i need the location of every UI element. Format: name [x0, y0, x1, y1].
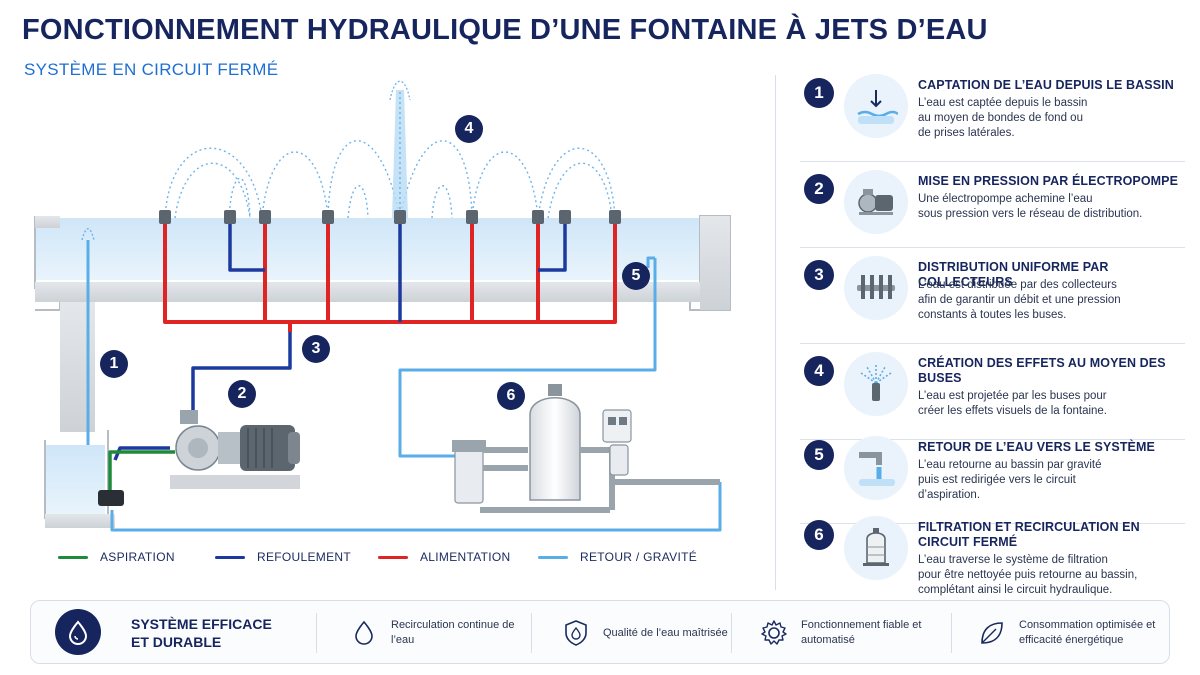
nozzles [159, 210, 621, 224]
step-description: L’eau traverse le système de filtration … [918, 554, 1138, 596]
step-title: CAPTATION DE L’EAU DEPUIS LE BASSIN [918, 78, 1174, 92]
central-jet [389, 80, 411, 218]
aspiration-pipe [108, 450, 175, 490]
step-description: L’eau est distribuée par des collecteurs… [918, 279, 1121, 321]
legend-label: ASPIRATION [100, 550, 175, 564]
step-1: 1 CAPTATION DE L’EAU DEPUIS LE BASSIN L’… [800, 72, 1185, 162]
page-subtitle: SYSTÈME EN CIRCUIT FERMÉ [24, 60, 279, 79]
legend-item-aspiration: ASPIRATION [58, 550, 175, 564]
step-number: 4 [804, 356, 834, 386]
legend-item-retour: RETOUR / GRAVITÉ [538, 550, 697, 564]
manifold-icon [844, 256, 908, 320]
benefits-footer: SYSTÈME EFFICACE ET DURABLE Recirculatio… [30, 600, 1170, 664]
step-5: 5 RETOUR DE L’EAU VERS LE SYSTÈME L’eau … [800, 434, 1185, 524]
hydraulic-diagram: 1 2 3 4 5 6 [0, 70, 760, 560]
legend-item-alimentation: ALIMENTATION [378, 550, 511, 564]
leaf-icon [977, 618, 1007, 648]
step-3: 3 DISTRIBUTION UNIFORME PAR COLLECTEURS … [800, 254, 1185, 344]
filtration-unit [452, 384, 720, 513]
electric-pump [175, 410, 300, 471]
nozzle-icon [844, 352, 908, 416]
step-title: FILTRATION ET RECIRCULATION EN CIRCUIT F… [918, 520, 1140, 549]
vertical-divider [775, 75, 776, 590]
legend-label: ALIMENTATION [420, 550, 511, 564]
step-description: Une électropompe achemine l’eau sous pre… [918, 193, 1143, 220]
step-title: MISE EN PRESSION PAR ÉLECTROPOMPE [918, 174, 1179, 188]
basin-right-wall [700, 216, 730, 310]
legend-item-refoulement: REFOULEMENT [215, 550, 351, 564]
water-jets [164, 140, 616, 219]
diagram-badge-6: 6 [497, 382, 525, 410]
feature-reliability: Fonctionnement fiable et automatisé [759, 611, 931, 655]
legend-swatch-refoulement [215, 555, 245, 559]
footer-headline: SYSTÈME EFFICACE ET DURABLE [131, 616, 272, 650]
legend-label: RETOUR / GRAVITÉ [580, 550, 698, 564]
legend-swatch-retour [538, 555, 568, 559]
water-drop-icon [349, 618, 379, 648]
gear-icon [759, 618, 789, 648]
basin-floor [35, 282, 700, 302]
shield-drop-icon [561, 618, 591, 648]
legend-label: REFOULEMENT [257, 550, 351, 564]
pipe-legend: ASPIRATION REFOULEMENT ALIMENTATION RETO… [58, 550, 758, 570]
step-4: 4 CRÉATION DES EFFETS AU MOYEN DES BUSES… [800, 350, 1185, 440]
water-drop-main-icon [55, 609, 101, 655]
feature-text: Fonctionnement fiable et automatisé [801, 619, 922, 646]
alimentation-pipes [163, 222, 617, 332]
step-6: 6 FILTRATION ET RECIRCULATION EN CIRCUIT… [800, 514, 1185, 596]
feature-energy: Consommation optimisée et efficacité éne… [977, 611, 1169, 655]
filter-tank-icon [844, 516, 908, 580]
bottom-drain [98, 490, 124, 506]
diagram-badge-1: 1 [100, 350, 128, 378]
pre-filter [454, 447, 484, 504]
electric-pump-icon [844, 170, 908, 234]
step-description: L’eau est projetée par les buses pour cr… [918, 390, 1108, 417]
diagram-badge-4: 4 [455, 115, 483, 143]
step-number: 1 [804, 78, 834, 108]
step-number: 6 [804, 520, 834, 550]
sand-filter-tank [529, 397, 581, 501]
step-number: 2 [804, 174, 834, 204]
legend-swatch-alimentation [378, 555, 408, 559]
step-title: DISTRIBUTION UNIFORME PAR COLLECTEURS [918, 260, 1109, 289]
feature-text: Consommation optimisée et efficacité éne… [1019, 619, 1156, 646]
diagram-badge-3: 3 [302, 335, 330, 363]
refoulement-pipes [113, 222, 567, 461]
diagram-badge-2: 2 [228, 380, 256, 408]
diagram-badge-5: 5 [622, 262, 650, 290]
main-basin [34, 215, 731, 528]
water-intake-icon [844, 74, 908, 138]
support-column [60, 302, 95, 432]
water-return-icon [844, 436, 908, 500]
step-description: L’eau retourne au bassin par gravité pui… [918, 459, 1102, 501]
feature-quality: Qualité de l’eau maîtrisée [561, 611, 733, 655]
step-2: 2 MISE EN PRESSION PAR ÉLECTROPOMPE Une … [800, 168, 1185, 248]
feature-text: Qualité de l’eau maîtrisée [603, 626, 728, 639]
step-description: L’eau est captée depuis le bassin au moy… [918, 97, 1088, 139]
step-number: 3 [804, 260, 834, 290]
diagram-svg [34, 80, 731, 532]
control-box [602, 409, 632, 443]
return-pipes [86, 240, 722, 532]
basin-water [35, 218, 725, 280]
feature-text: Recirculation continue de l’eau [391, 619, 515, 646]
step-title: CRÉATION DES EFFETS AU MOYEN DES BUSES [918, 356, 1166, 385]
feature-recirculation: Recirculation continue de l’eau [349, 611, 521, 655]
pump-slab [170, 475, 300, 489]
lower-reservoir [45, 445, 105, 515]
step-number: 5 [804, 440, 834, 470]
pump-motor [240, 425, 295, 471]
page-title: FONCTIONNEMENT HYDRAULIQUE D’UNE FONTAIN… [22, 14, 988, 46]
step-title: RETOUR DE L’EAU VERS LE SYSTÈME [918, 440, 1155, 454]
legend-swatch-aspiration [58, 555, 88, 559]
